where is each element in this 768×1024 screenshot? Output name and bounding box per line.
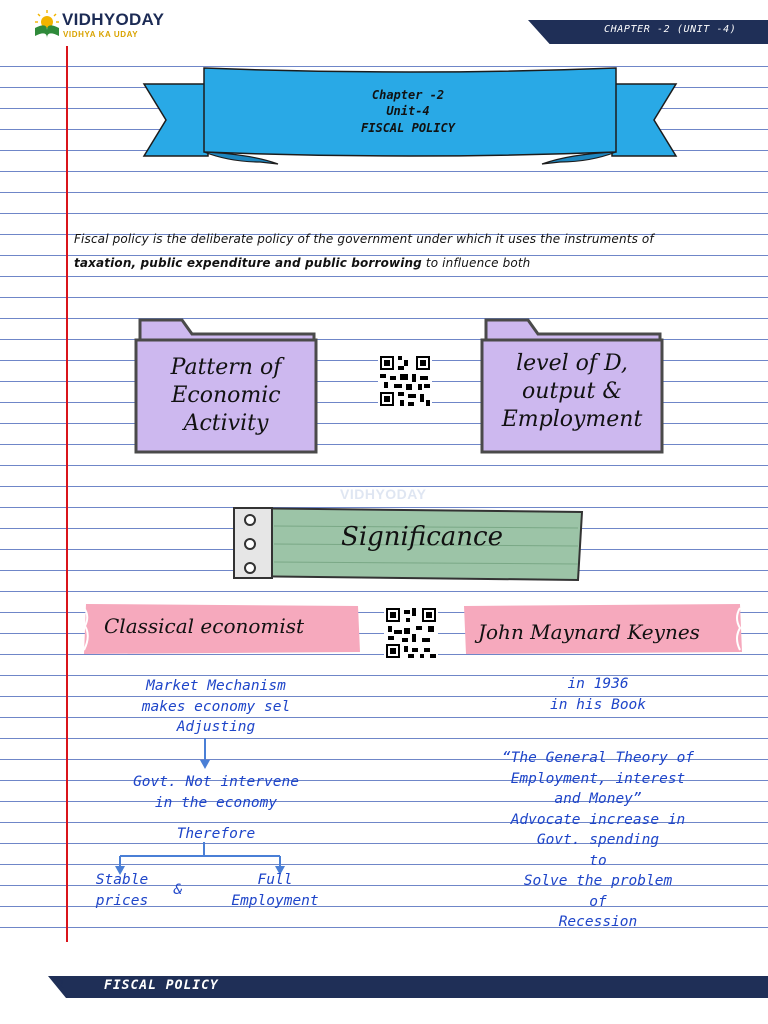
title-ribbon xyxy=(142,67,678,165)
stable-prices-note: Stable prices xyxy=(80,870,164,911)
folder-right-line: level of D, xyxy=(516,351,628,376)
banner-unit: Unit-4 xyxy=(386,104,430,118)
folder-left-line: Activity xyxy=(183,411,269,436)
folder-right-line: output & xyxy=(522,379,622,404)
classical-strip-label: Classical economist xyxy=(104,614,305,638)
folder-left-line: Economic xyxy=(171,383,281,408)
folder-left-icon xyxy=(134,318,318,454)
folder-right-icon xyxy=(480,318,664,454)
note-line: “The General Theory of xyxy=(501,750,695,766)
vidhyoday-logo[interactable]: VIDHYODAY VIDHYA KA UDAY xyxy=(32,8,222,44)
note-line: Employment, interest xyxy=(510,770,686,787)
banner-chapter: Chapter -2 xyxy=(371,88,445,102)
branch-connector xyxy=(115,842,285,875)
folder-right-line: Employment xyxy=(501,407,643,432)
chapter-tab-label: CHAPTER -2 (UNIT -4) xyxy=(604,24,737,35)
qr-code-icon[interactable] xyxy=(384,606,438,660)
note-line: Advocate increase in xyxy=(510,811,686,828)
govt-not-intervene-note: Govt. Not intervene in the economy xyxy=(106,772,326,813)
note-line: makes economy sel xyxy=(141,698,291,715)
folder-right-label: level of D, output & Employment xyxy=(480,350,664,434)
note-line: Recession xyxy=(558,914,638,930)
qr-code-icon[interactable] xyxy=(378,354,432,408)
logo-subtitle: VIDHYA KA UDAY xyxy=(63,30,139,39)
note-line: to xyxy=(589,852,607,869)
book-sunrise-icon xyxy=(35,10,59,38)
keynes-strip-label: John Maynard Keynes xyxy=(478,620,700,644)
logo-title: VIDHYODAY xyxy=(62,10,165,29)
keynes-year-note: in 1936 in his Book xyxy=(478,674,718,715)
page-number: 1 xyxy=(58,978,65,991)
margin-line xyxy=(66,46,68,942)
market-mechanism-note: Market Mechanism makes economy sel Adjus… xyxy=(106,676,326,738)
ampersand-note: & xyxy=(173,882,183,898)
note-line: Market Mechanism xyxy=(146,678,286,694)
intro-line-2: taxation, public expenditure and public … xyxy=(74,256,530,270)
note-line: and Money” xyxy=(554,791,642,807)
therefore-note: Therefore xyxy=(176,826,256,842)
note-line: Adjusting xyxy=(176,719,256,735)
note-line: in the economy xyxy=(154,794,278,811)
note-line: of xyxy=(589,893,607,910)
significance-card xyxy=(232,506,584,582)
classical-strip xyxy=(83,604,360,654)
note-line: Govt. spending xyxy=(536,832,660,848)
intro-bold-terms: taxation, public expenditure and public … xyxy=(74,256,422,270)
arrow-down-icon xyxy=(200,738,210,769)
banner-title: FISCAL POLICY xyxy=(361,121,455,135)
significance-title: Significance xyxy=(341,522,503,552)
keynes-strip xyxy=(464,604,742,654)
footer-bar xyxy=(48,976,768,998)
watermark-logo: VIDHYODAY xyxy=(340,486,427,502)
note-line: in 1936 xyxy=(567,676,629,692)
folder-left-label: Pattern of Economic Activity xyxy=(134,354,318,438)
folder-left-line: Pattern of xyxy=(170,355,282,380)
note-line: in his Book xyxy=(549,696,647,713)
footer-title: FISCAL POLICY xyxy=(104,978,219,993)
intro-rest: to influence both xyxy=(421,256,531,270)
intro-line-1: Fiscal policy is the deliberate policy o… xyxy=(74,232,654,246)
full-employment-note: Full Employment xyxy=(216,870,334,911)
chapter-tab xyxy=(528,20,768,44)
note-line: Employment xyxy=(231,892,319,909)
note-line: Full xyxy=(257,872,293,888)
note-line: Solve the problem xyxy=(523,873,673,889)
note-line: Govt. Not intervene xyxy=(133,774,299,790)
keynes-book-note: “The General Theory of Employment, inter… xyxy=(468,748,728,933)
note-line: Stable xyxy=(95,872,149,888)
note-line: prices xyxy=(95,892,149,909)
